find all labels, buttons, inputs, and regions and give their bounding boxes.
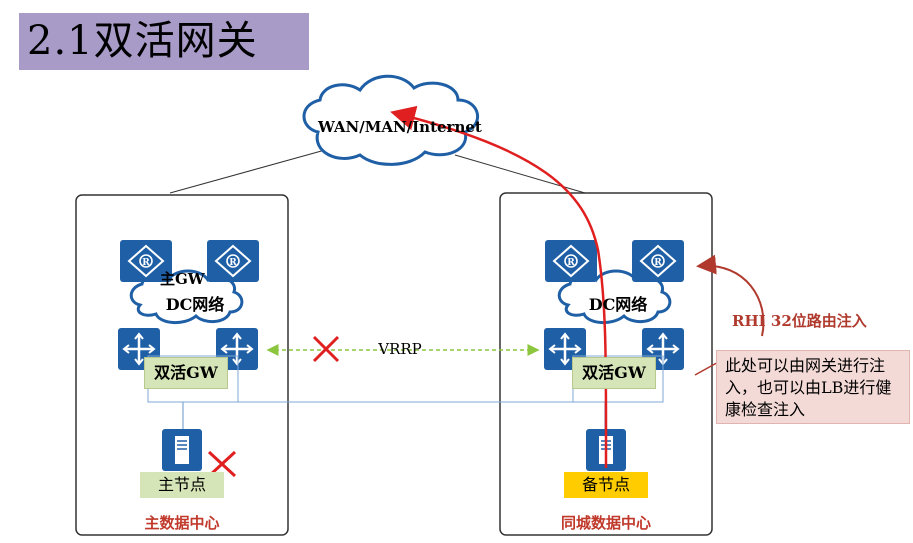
right-router-2-icon xyxy=(631,239,685,283)
main-node-label: 主节点 xyxy=(140,472,224,498)
left-network-label: DC网络 xyxy=(165,295,225,314)
rhi-arrow xyxy=(696,254,765,337)
backup-node-label: 备节点 xyxy=(564,472,648,498)
right-network-label: DC网络 xyxy=(588,295,648,314)
page-title: 2.1双活网关 xyxy=(19,13,309,70)
cloud-label: WAN/MAN/Internet xyxy=(318,118,482,136)
injection-note: 此处可以由网关进行注入，也可以由LB进行健康检查注入 xyxy=(716,350,910,424)
vrrp-fail-x-icon xyxy=(312,335,340,363)
left-dual-gw-label: 双活GW xyxy=(144,357,228,389)
left-dc-panel xyxy=(75,194,289,536)
left-dc-title: 主数据中心 xyxy=(144,514,220,532)
rhi-label: RHI 32位路由注入 xyxy=(732,312,867,330)
vrrp-label: VRRP xyxy=(378,340,422,358)
right-dc-panel xyxy=(499,192,713,536)
left-gw-label: 主GW xyxy=(160,270,205,288)
right-dual-gw-label: 双活GW xyxy=(572,357,656,389)
uplink-left xyxy=(169,149,326,194)
right-router-1-icon xyxy=(544,239,598,283)
uplink-right xyxy=(454,154,586,194)
left-router-2-icon xyxy=(206,239,260,283)
right-dc-title: 同城数据中心 xyxy=(560,514,651,532)
main-server-icon xyxy=(161,428,203,472)
